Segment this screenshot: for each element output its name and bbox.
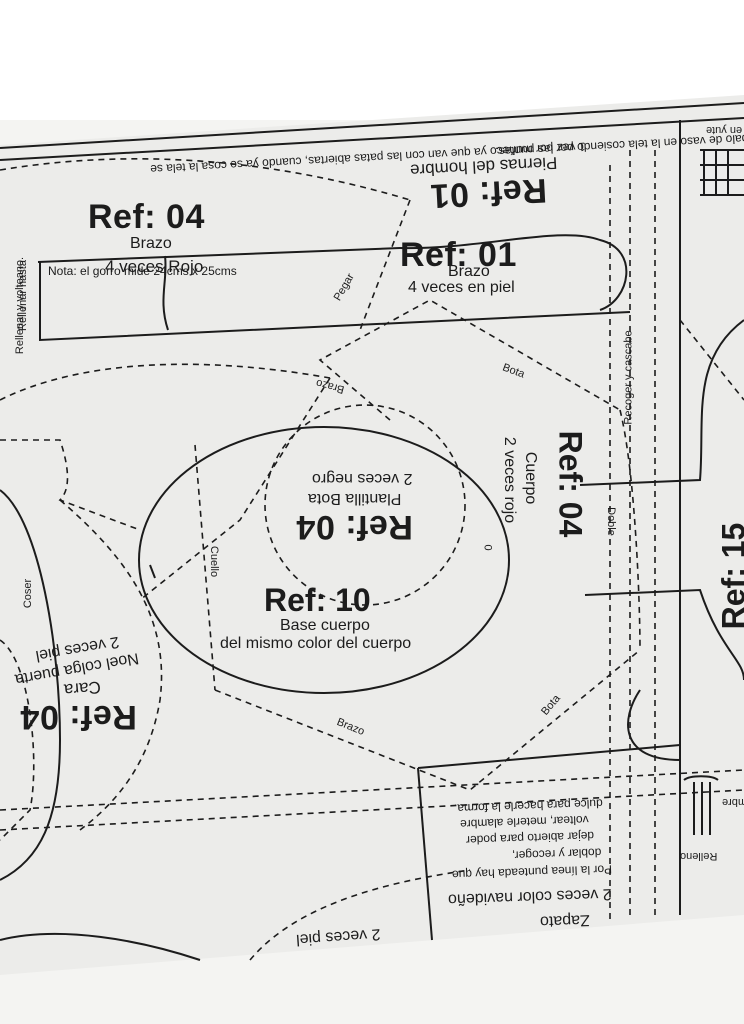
body-name: Cuerpo [522, 451, 540, 505]
frame-lines [0, 102, 744, 961]
arm-skin-ref: Ref: 01 [400, 236, 517, 274]
body-ref: Ref: 04 [552, 430, 589, 538]
body-sub: 2 veces rojo [501, 436, 519, 524]
arm-seam [162, 255, 169, 331]
edge-fabric: en yute [706, 124, 743, 136]
base-ref: Ref: 10 [264, 582, 371, 618]
body-edge-b: Doble [604, 507, 617, 536]
sole-mark: 0 [481, 544, 494, 551]
arm-skin-sub: 4 veces en piel [408, 279, 515, 296]
arm-red-name: Brazo [130, 235, 172, 252]
arm-red-sub: 4 veces Rojo [105, 257, 204, 276]
body-edge-a: Recoger y cascabe [622, 330, 635, 425]
notch-mark [149, 564, 156, 579]
sole-ref: Ref: 04 [296, 508, 413, 546]
face-name: Cara [63, 677, 102, 700]
base-name: Base cuerpo [280, 617, 370, 634]
shoe-name: Zapato [539, 911, 591, 930]
shoe-instr-2: doblar y recoger, [511, 845, 602, 863]
face-ref: Ref: 04 [20, 698, 137, 736]
face-edge: Coser [22, 578, 35, 609]
legs-ref: Ref: 01 [429, 170, 548, 216]
relleno-icon [683, 775, 719, 835]
arm-red-ref: Ref: 04 [88, 198, 205, 236]
sole-sub: 2 veces negro [312, 470, 413, 487]
arm-red-side-b: Rellenar hasta [16, 260, 29, 331]
shoe-side: mbre [722, 796, 744, 808]
shoe-relleno: Relleno [680, 850, 718, 862]
sole-name: Plantilla Bota [308, 490, 402, 507]
edge-cuello: Cuello [208, 545, 221, 578]
arm-skin-name: Brazo [448, 263, 490, 280]
piece15-ref: Ref: 15 [715, 522, 744, 630]
scan-margin-top [0, 0, 744, 120]
dashed-lines [0, 150, 744, 961]
arm-red-note: Nota: el gorro mide 24cms x 25cms [48, 264, 237, 278]
base-sub: del mismo color del cuerpo [220, 635, 412, 652]
